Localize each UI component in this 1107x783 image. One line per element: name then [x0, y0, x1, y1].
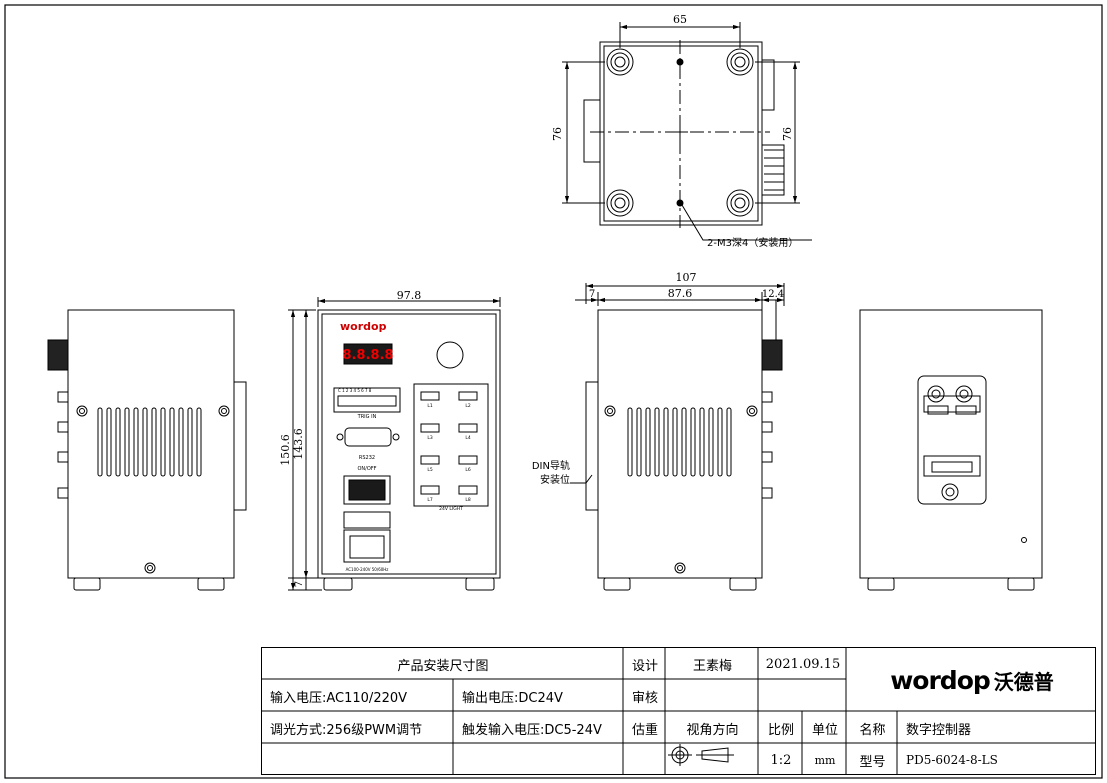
dim-side-right: 12.4 [762, 289, 784, 300]
model-number: PD5-6024-8-LS [906, 753, 998, 767]
panel-trig-numbers: C 1 2 3 4 5 6 7 8 [338, 388, 372, 393]
input-voltage: 输入电压:AC110/220V [270, 690, 408, 706]
output-connector [420, 485, 440, 495]
output-label: L6 [465, 467, 471, 473]
dim-front-width: 97.8 [397, 289, 422, 302]
output-label: L4 [465, 435, 471, 441]
dim-top-height-left: 76 [551, 127, 564, 141]
output-label: L1 [427, 403, 433, 409]
company-logo: wordop 沃德普 [847, 648, 1097, 712]
mount-hole-note: 2-M3深4（安装用） [707, 236, 798, 249]
trigger-voltage: 触发输入电压:DC5-24V [462, 722, 602, 738]
unit-value: mm [814, 753, 836, 767]
weight-label: 估重 [631, 722, 658, 738]
panel-onoff: ON/OFF [357, 466, 376, 472]
output-voltage: 输出电压:DC24V [462, 690, 563, 706]
panel-display: 8.8.8.8 [343, 348, 394, 363]
top-foot-br [726, 189, 754, 217]
review-label: 审核 [631, 690, 658, 706]
title-block: 产品安装尺寸图 设计 王素梅 2021.09.15 wordop 沃德普 输入电… [261, 647, 1096, 775]
drawing-title: 产品安装尺寸图 [397, 658, 489, 674]
scale-value: 1:2 [770, 752, 792, 768]
output-label: L3 [427, 435, 433, 441]
designer-name: 王素梅 [692, 658, 732, 674]
projection-symbol [666, 744, 759, 776]
right-vent-slots [627, 407, 732, 477]
left-vent-slots [97, 407, 202, 477]
logo-chinese: 沃德普 [993, 669, 1054, 694]
left-side-view [47, 309, 247, 591]
output-connector [458, 423, 478, 433]
view-direction-label: 视角方向 [686, 722, 739, 738]
dim-top-height-right: 76 [781, 127, 794, 141]
panel-light: 24V LIGHT [439, 506, 463, 512]
output-connector [458, 391, 478, 401]
right-side-view [570, 283, 785, 591]
dim-front-height-inner: 143.6 [292, 428, 305, 460]
dimming-method: 调光方式:256级PWM调节 [270, 722, 423, 738]
projection-icon [668, 744, 734, 766]
output-connector [420, 391, 440, 401]
panel-ac-label: AC100-240V 50/60Hz [346, 567, 389, 572]
design-label: 设计 [631, 658, 658, 674]
product-name: 数字控制器 [906, 722, 972, 738]
design-date: 2021.09.15 [765, 656, 841, 672]
dim-side-left: 7 [589, 289, 595, 300]
output-label: L2 [465, 403, 471, 409]
model-label: 型号 [859, 754, 886, 770]
top-view [562, 22, 812, 241]
panel-rs232: RS232 [359, 455, 375, 461]
unit-label: 单位 [811, 722, 838, 738]
output-label: L8 [465, 497, 471, 503]
title-block-grid [261, 647, 1096, 775]
drawing-frame [4, 4, 1103, 779]
dim-side-mid: 87.6 [668, 287, 693, 300]
panel-brand-logo: wordop [340, 320, 387, 333]
output-connector [458, 485, 478, 495]
dim-front-foot: 7 [294, 581, 305, 587]
output-label: L5 [427, 467, 433, 473]
dim-side-total: 107 [676, 271, 697, 284]
output-label: L7 [427, 497, 433, 503]
name-label: 名称 [859, 722, 886, 738]
panel-trig-in: TRIG IN [357, 414, 377, 420]
output-connector [458, 455, 478, 465]
din-rail-label-2: 安装位 [540, 473, 570, 486]
dim-top-width: 65 [673, 13, 687, 26]
front-view [288, 297, 501, 591]
scale-label: 比例 [767, 722, 794, 738]
top-foot-tl [606, 48, 634, 76]
top-foot-tr [726, 48, 754, 76]
output-connector [420, 423, 440, 433]
back-view [859, 309, 1043, 591]
top-foot-bl [606, 189, 634, 217]
dim-front-height-outer: 150.6 [279, 434, 292, 466]
logo-wordmark: wordop [890, 665, 991, 695]
din-rail-label-1: DIN导轨 [532, 459, 570, 472]
output-connector [420, 455, 440, 465]
